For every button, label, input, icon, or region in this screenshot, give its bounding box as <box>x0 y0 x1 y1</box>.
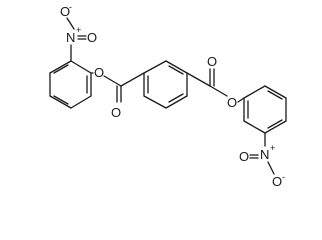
double-bond-inner <box>267 90 283 100</box>
bond <box>264 120 287 134</box>
bond <box>120 72 145 87</box>
bond <box>243 120 266 134</box>
charge-minus: - <box>69 2 72 12</box>
bond <box>143 95 167 109</box>
right-phenyl-ring <box>243 85 287 134</box>
bond <box>143 60 167 74</box>
molecule-diagram: N + O - O O O O O <box>49 2 287 189</box>
bond <box>243 85 266 99</box>
double-bond-inner <box>53 64 69 74</box>
bond <box>267 161 275 175</box>
structure-svg: N + O - O O O O O <box>49 2 287 189</box>
bond <box>49 95 72 109</box>
central-benzene-ring <box>143 60 188 109</box>
bond <box>70 60 92 74</box>
double-bond-inner <box>53 95 69 105</box>
double-bond-inner <box>168 93 184 103</box>
nitrogen-label: N <box>66 30 75 45</box>
left-phenyl-ring <box>49 60 92 109</box>
oxygen-label: O <box>60 4 70 19</box>
oxygen-label: O <box>239 149 249 164</box>
ester-oxygen-label: O <box>94 65 104 80</box>
bond <box>103 75 122 87</box>
right-ester: O O <box>186 54 245 110</box>
bond <box>237 97 245 103</box>
double-bond-inner <box>168 65 184 75</box>
bond <box>66 17 75 30</box>
nitrogen-label: N <box>260 147 269 162</box>
bond <box>165 95 188 109</box>
bond <box>186 72 211 87</box>
bond <box>209 85 228 97</box>
bond <box>49 60 72 74</box>
charge-minus: - <box>282 172 285 182</box>
charge-plus: + <box>270 143 275 153</box>
bond <box>70 95 92 109</box>
oxygen-label: O <box>87 30 97 45</box>
oxygen-label: O <box>272 174 282 189</box>
nitro-group-top: N + O - O <box>60 2 97 62</box>
charge-plus: + <box>76 25 81 35</box>
ester-oxygen-label: O <box>227 95 237 110</box>
left-ester: O O <box>90 65 145 120</box>
nitro-group-bottom: N + O O - <box>239 132 285 189</box>
bond <box>165 60 188 74</box>
carbonyl-oxygen-label: O <box>111 105 121 120</box>
double-bond-inner <box>267 119 283 129</box>
bond <box>264 85 287 99</box>
carbonyl-oxygen-label: O <box>207 54 217 69</box>
